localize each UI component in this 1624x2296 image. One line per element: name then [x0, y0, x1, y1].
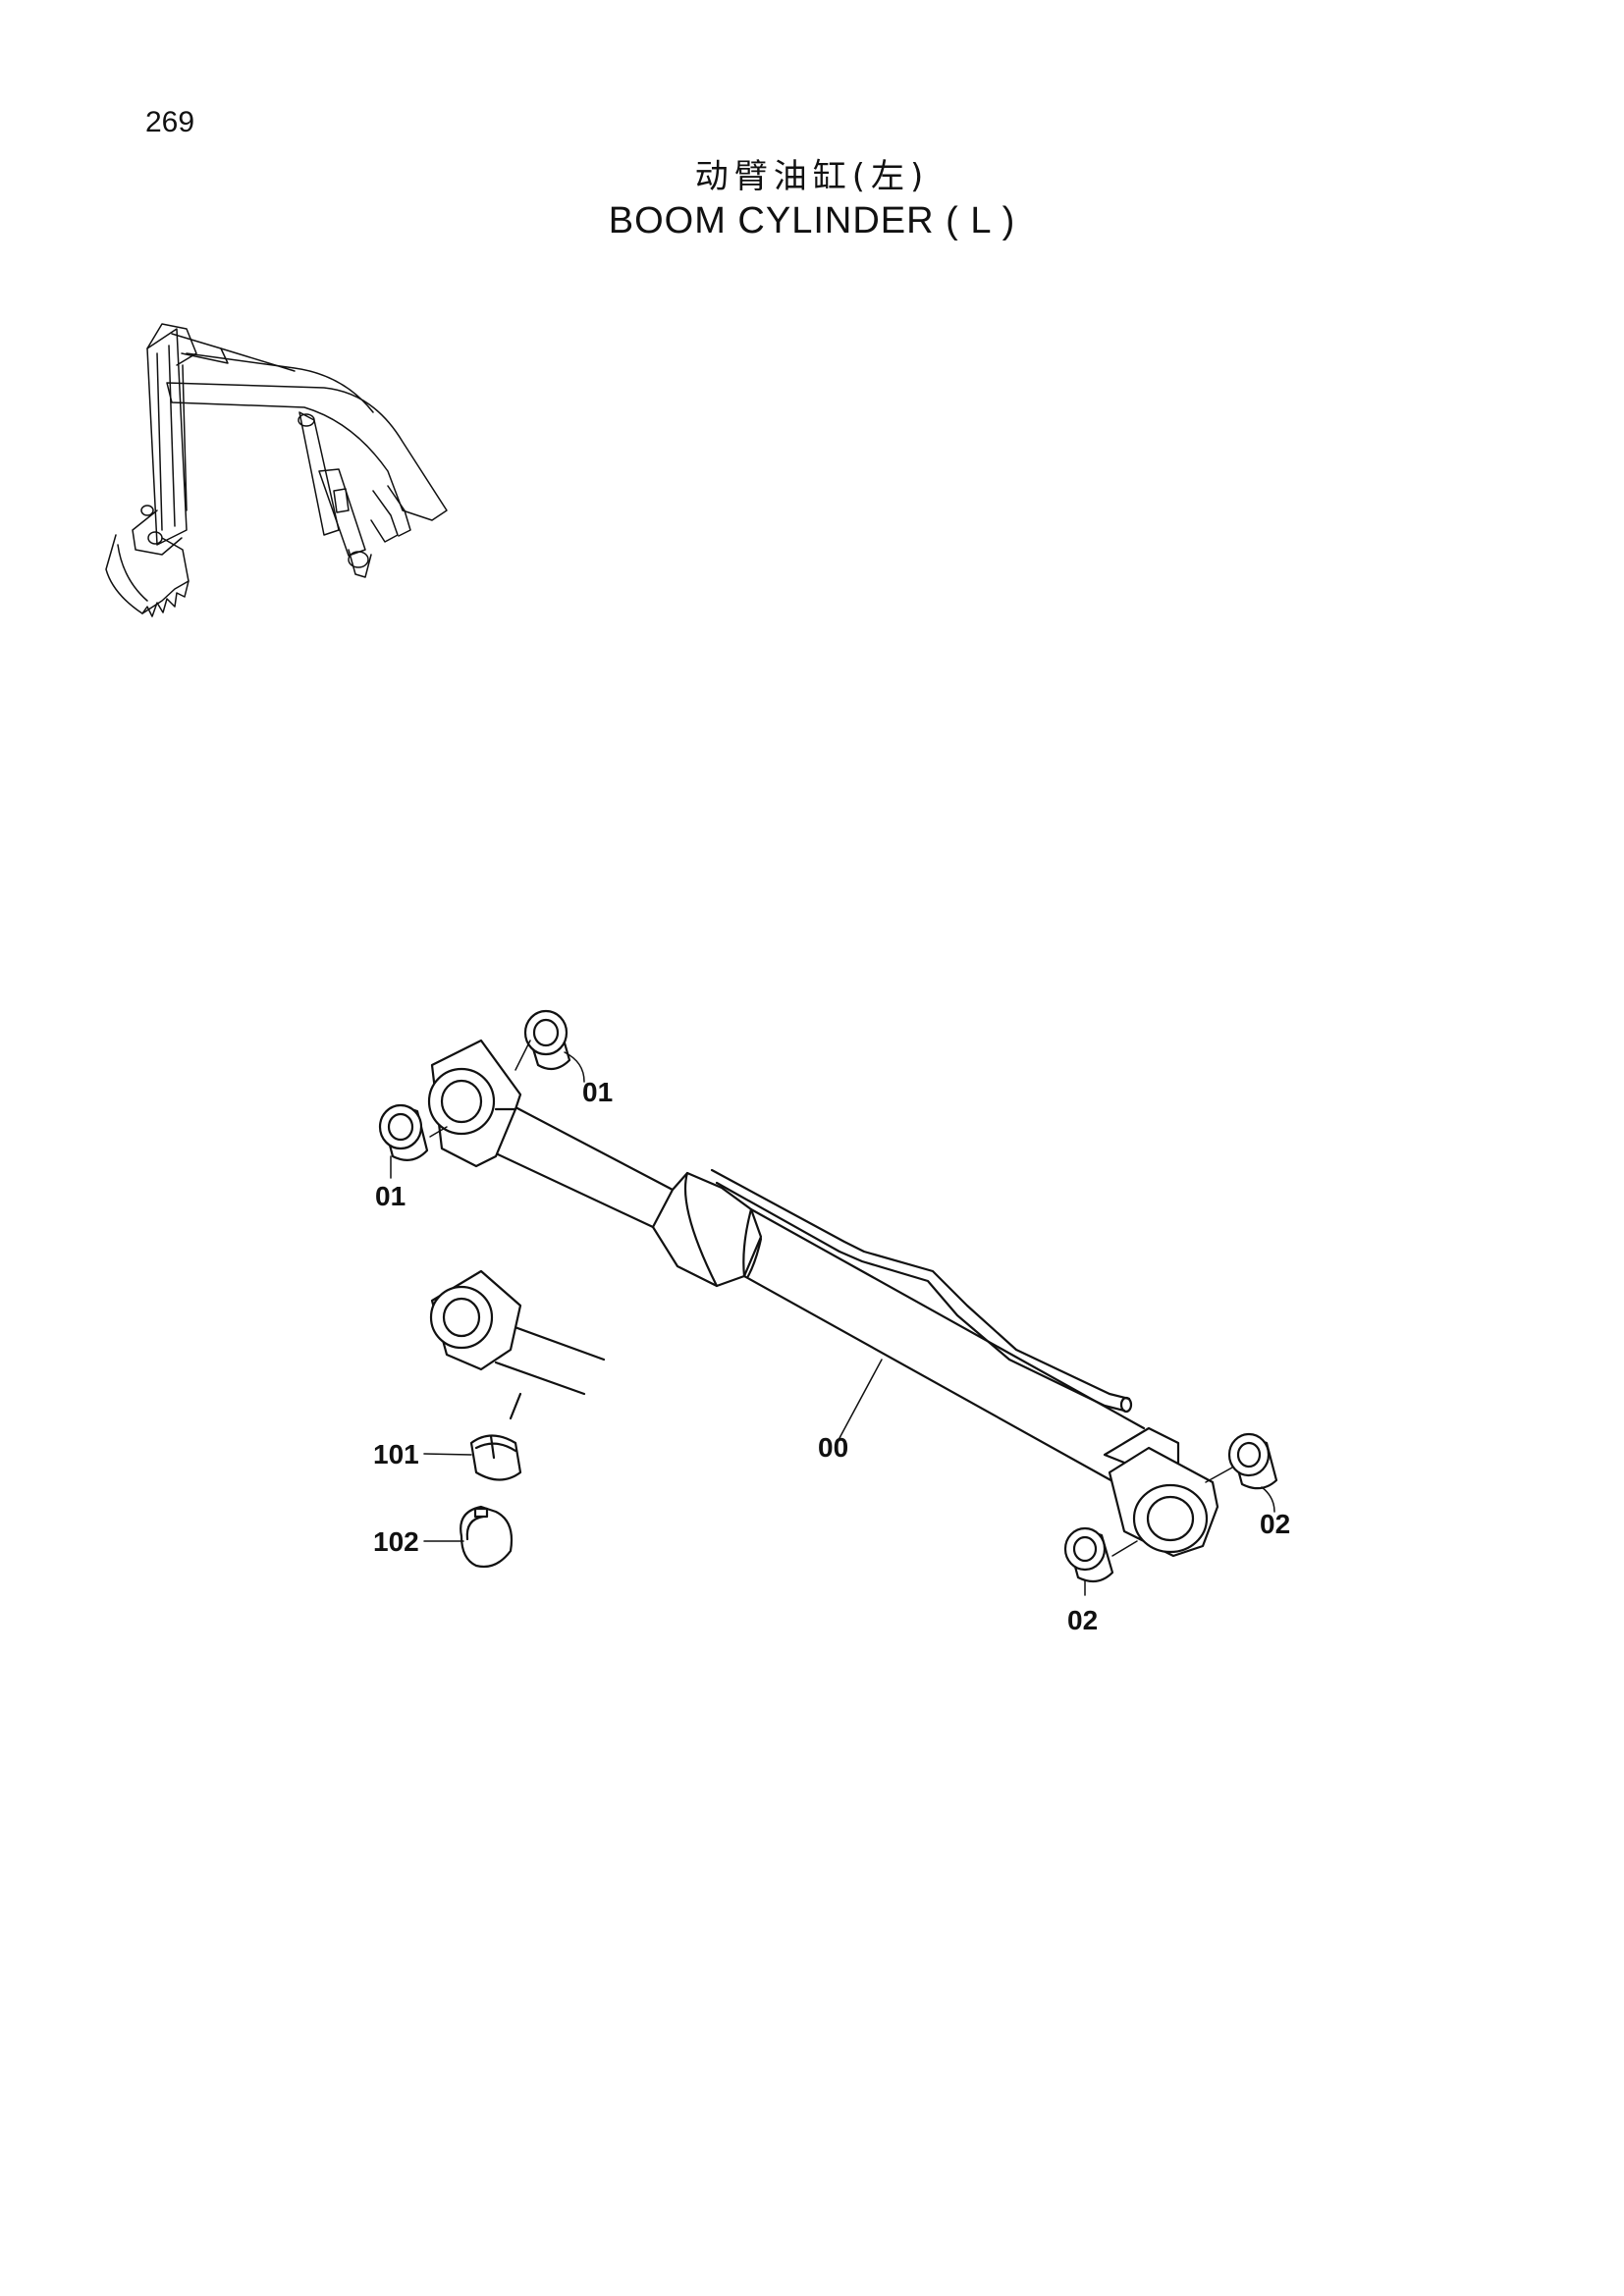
page-title-chinese: 动臂油缸(左): [694, 157, 930, 196]
boom-cylinder-assembly-drawing: [378, 1009, 1278, 1596]
callout-01-left: 01: [375, 1181, 406, 1211]
callout-00: 00: [818, 1432, 848, 1463]
excavator-overview-illustration: [105, 323, 448, 617]
callout-01-right: 01: [582, 1077, 613, 1107]
callout-102: 102: [373, 1526, 419, 1557]
page-number: 269: [145, 106, 195, 138]
callout-02-bottom: 02: [1067, 1605, 1098, 1635]
page-title-english: BOOM CYLINDER ( L ): [608, 200, 1016, 241]
callout-101: 101: [373, 1439, 419, 1469]
callout-02-right: 02: [1260, 1509, 1290, 1539]
